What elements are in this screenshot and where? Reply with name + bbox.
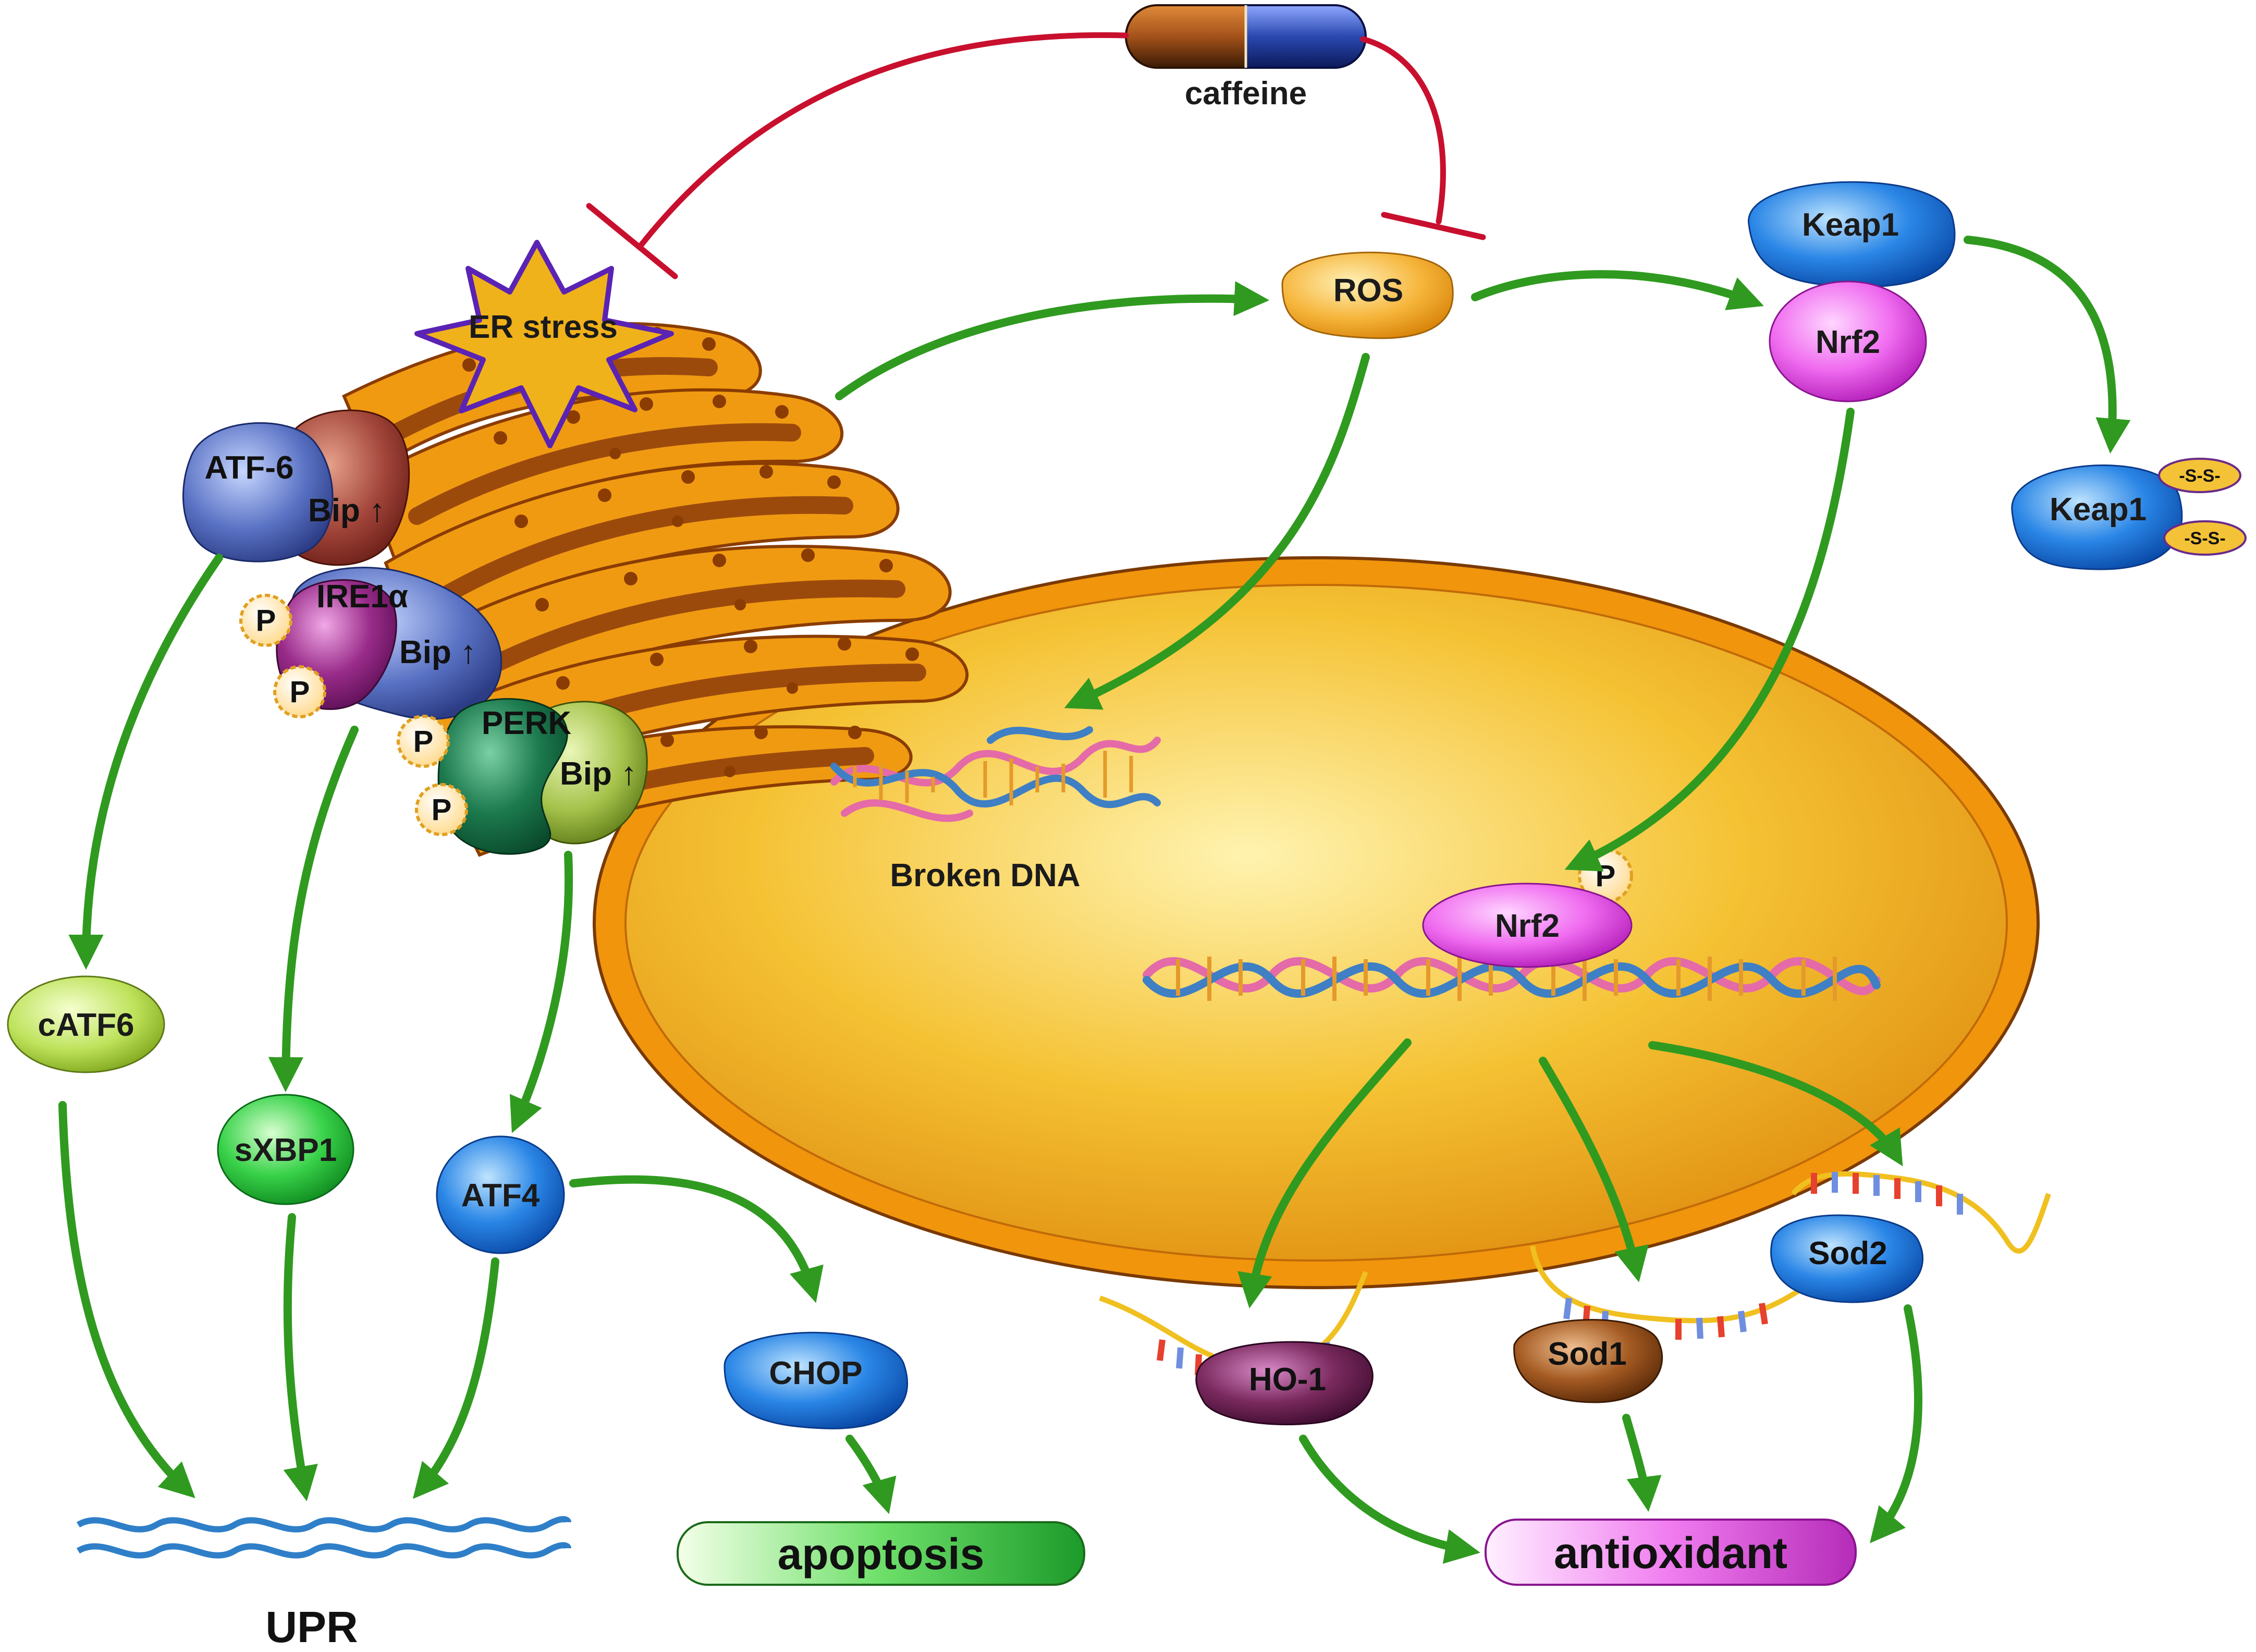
broken-dna-label: Broken DNA bbox=[890, 858, 1080, 894]
caffeine-capsule-icon bbox=[1125, 4, 1367, 69]
apoptosis-label: apoptosis bbox=[778, 1529, 985, 1578]
arrow-atf6-to-catf6 bbox=[68, 554, 223, 970]
nrf2-node bbox=[1769, 280, 1927, 402]
svg-text:P: P bbox=[413, 725, 434, 758]
perk-label: PERK bbox=[482, 705, 571, 741]
sxbp1-node bbox=[217, 1094, 354, 1205]
phospho-badge: P bbox=[273, 665, 326, 718]
chop-node bbox=[724, 1331, 908, 1429]
nuclear-nrf2-node bbox=[1422, 883, 1633, 968]
arrow-dna-to-sod1 bbox=[1539, 1057, 1649, 1282]
svg-text:P: P bbox=[256, 604, 276, 638]
upr-waves-icon bbox=[76, 1516, 571, 1559]
arrow-catf6-to-upr bbox=[58, 1101, 195, 1498]
apoptosis-box bbox=[677, 1521, 1085, 1586]
sod2-mrna-icon bbox=[1791, 1171, 2051, 1254]
activation-arrows bbox=[58, 236, 2131, 1564]
ire1a-label: IRE1α bbox=[316, 579, 408, 615]
bip-perk-label: Bip ↑ bbox=[560, 756, 637, 792]
arrow-dna-to-ho1 bbox=[1237, 1038, 1412, 1308]
antioxidant-label: antioxidant bbox=[1554, 1528, 1787, 1577]
atf4-node bbox=[436, 1135, 565, 1254]
sod1-node bbox=[1513, 1319, 1663, 1403]
atf6-label: ATF-6 bbox=[204, 450, 293, 486]
atf6-bip-complex bbox=[182, 409, 410, 566]
keap1-label: Keap1 bbox=[1802, 207, 1899, 243]
bip-atf6-label: Bip ↑ bbox=[308, 493, 385, 529]
arrow-atf4-to-upr bbox=[412, 1257, 499, 1499]
er-stress-burst bbox=[414, 240, 674, 448]
oxidized-keap1-node bbox=[2011, 458, 2247, 570]
arrow-sod1-to-antioxidant bbox=[1622, 1414, 1662, 1512]
upr-label: UPR bbox=[265, 1602, 358, 1651]
arrow-chop-to-apoptosis bbox=[845, 1435, 897, 1514]
svg-text:P: P bbox=[432, 793, 452, 827]
svg-text:P: P bbox=[290, 675, 310, 709]
ros-node bbox=[1281, 251, 1454, 339]
sod2-node bbox=[1770, 1214, 1924, 1303]
perk-bip-complex bbox=[437, 698, 648, 855]
antioxidant-box bbox=[1485, 1519, 1857, 1586]
arrow-keap1-release bbox=[1964, 236, 2131, 454]
caffeine-label: caffeine bbox=[1185, 76, 1307, 112]
arrow-ire1a-to-sxbp1 bbox=[268, 726, 359, 1093]
arrow-dna-to-sod2 bbox=[1648, 1041, 1903, 1167]
arrow-sod2-to-antioxidant bbox=[1870, 1304, 1922, 1544]
arrow-perk-to-atf4 bbox=[509, 851, 573, 1133]
ho1-label: HO-1 bbox=[1249, 1362, 1326, 1398]
sxbp1-label: sXBP1 bbox=[235, 1132, 337, 1168]
atf4-label: ATF4 bbox=[461, 1178, 540, 1214]
phospho-badges: P P P P P bbox=[239, 594, 1633, 903]
phospho-badge: P bbox=[415, 783, 468, 836]
phospho-badge: P bbox=[397, 715, 450, 768]
nuclear-nrf2-label: Nrf2 bbox=[1495, 908, 1560, 944]
arrow-ho1-to-antioxidant bbox=[1299, 1435, 1480, 1564]
arrow-sxbp1-to-upr bbox=[283, 1213, 318, 1501]
endoplasmic-reticulum bbox=[342, 322, 969, 857]
caffeine-inhibits-er-stress bbox=[586, 32, 1129, 279]
er-stress-label: ER stress bbox=[469, 309, 618, 345]
ros-label: ROS bbox=[1333, 273, 1403, 309]
sod1-label: Sod1 bbox=[1548, 1336, 1627, 1372]
arrow-atf4-to-chop bbox=[569, 1175, 824, 1303]
arrow-er-to-ros bbox=[835, 281, 1270, 400]
arrow-nrf2-translocation bbox=[1564, 408, 1855, 872]
nrf2-label: Nrf2 bbox=[1816, 324, 1880, 360]
phospho-badge: P bbox=[239, 594, 292, 647]
chop-label: CHOP bbox=[769, 1355, 862, 1391]
ho1-node bbox=[1195, 1341, 1374, 1426]
oxidized-keap1-label: Keap1 bbox=[2050, 492, 2147, 528]
caffeine-inhibits-ros bbox=[1360, 36, 1486, 240]
svg-text:P: P bbox=[1596, 859, 1616, 893]
catf6-node bbox=[7, 975, 165, 1073]
nuclear-dna-icon bbox=[1143, 957, 1881, 1001]
catf6-label: cATF6 bbox=[38, 1007, 134, 1043]
broken-dna-icon bbox=[830, 726, 1161, 822]
sod2-label: Sod2 bbox=[1808, 1235, 1887, 1271]
disulfide-top-label: -S-S- bbox=[2179, 466, 2220, 486]
arrow-ros-to-broken-dna bbox=[1064, 353, 1370, 710]
bip-ire1a-label: Bip ↑ bbox=[399, 634, 476, 670]
disulfide-bottom-label: -S-S- bbox=[2184, 529, 2225, 548]
keap1-node bbox=[1748, 181, 1956, 288]
arrow-ros-to-nrf2 bbox=[1471, 270, 1764, 311]
